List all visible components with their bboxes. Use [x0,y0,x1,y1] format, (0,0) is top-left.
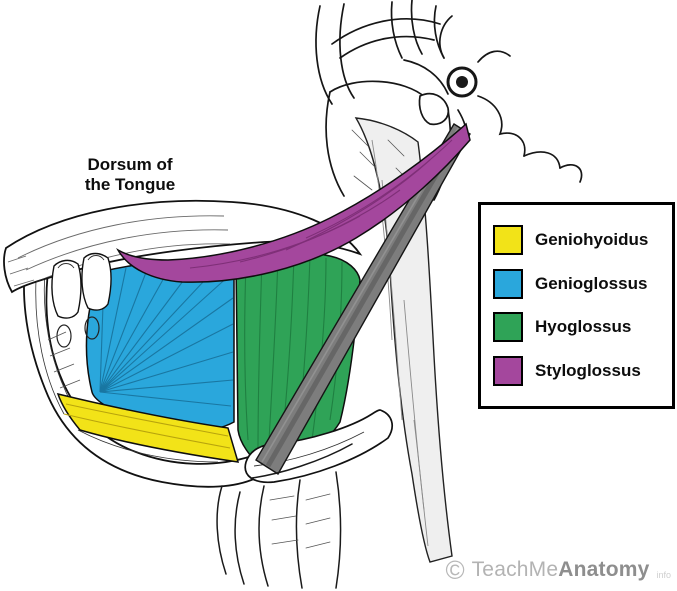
styloglossus-fill [116,122,471,283]
styloglossus-muscle [116,122,471,283]
watermark: © TeachMeAnatomy info [445,557,671,583]
dorsum-label-line2: the Tongue [84,175,176,195]
mandible-ramus [325,80,452,201]
legend-item-styloglossus: Styloglossus [493,356,660,387]
legend: Geniohyoidus Genioglossus Hyoglossus Sty… [478,202,675,409]
legend-label-genioglossus: Genioglossus [535,273,648,293]
legend-swatch-hyoglossus [493,312,523,343]
brand-anatomy: Anatomy [558,558,650,581]
brand-suffix: info [656,570,671,580]
tooth-socket [56,324,72,348]
dorsum-label-line1: Dorsum of [87,155,173,174]
ear-canal-icon [456,76,468,88]
geniohyoidus-muscle [56,392,240,463]
copyright-icon: © [445,555,465,585]
legend-item-geniohyoidus: Geniohyoidus [493,224,660,255]
legend-swatch-geniohyoidus [493,224,523,255]
legend-swatch-genioglossus [493,268,523,299]
brand-teachme: TeachMe [471,558,559,581]
genioglossus-muscle [85,259,235,433]
larynx-outline [216,443,353,589]
legend-item-hyoglossus: Hyoglossus [493,312,660,343]
brand-text: TeachMeAnatomy [472,558,650,582]
legend-label-hyoglossus: Hyoglossus [535,317,632,337]
legend-label-geniohyoidus: Geniohyoidus [535,229,649,249]
legend-item-genioglossus: Genioglossus [493,268,660,299]
dorsum-of-tongue-label: Dorsum of the Tongue [66,155,194,196]
legend-swatch-styloglossus [493,356,523,387]
teeth [47,252,112,389]
tooth-socket [84,316,100,340]
legend-label-styloglossus: Styloglossus [535,361,641,381]
geniohyoidus-fill [56,392,240,463]
